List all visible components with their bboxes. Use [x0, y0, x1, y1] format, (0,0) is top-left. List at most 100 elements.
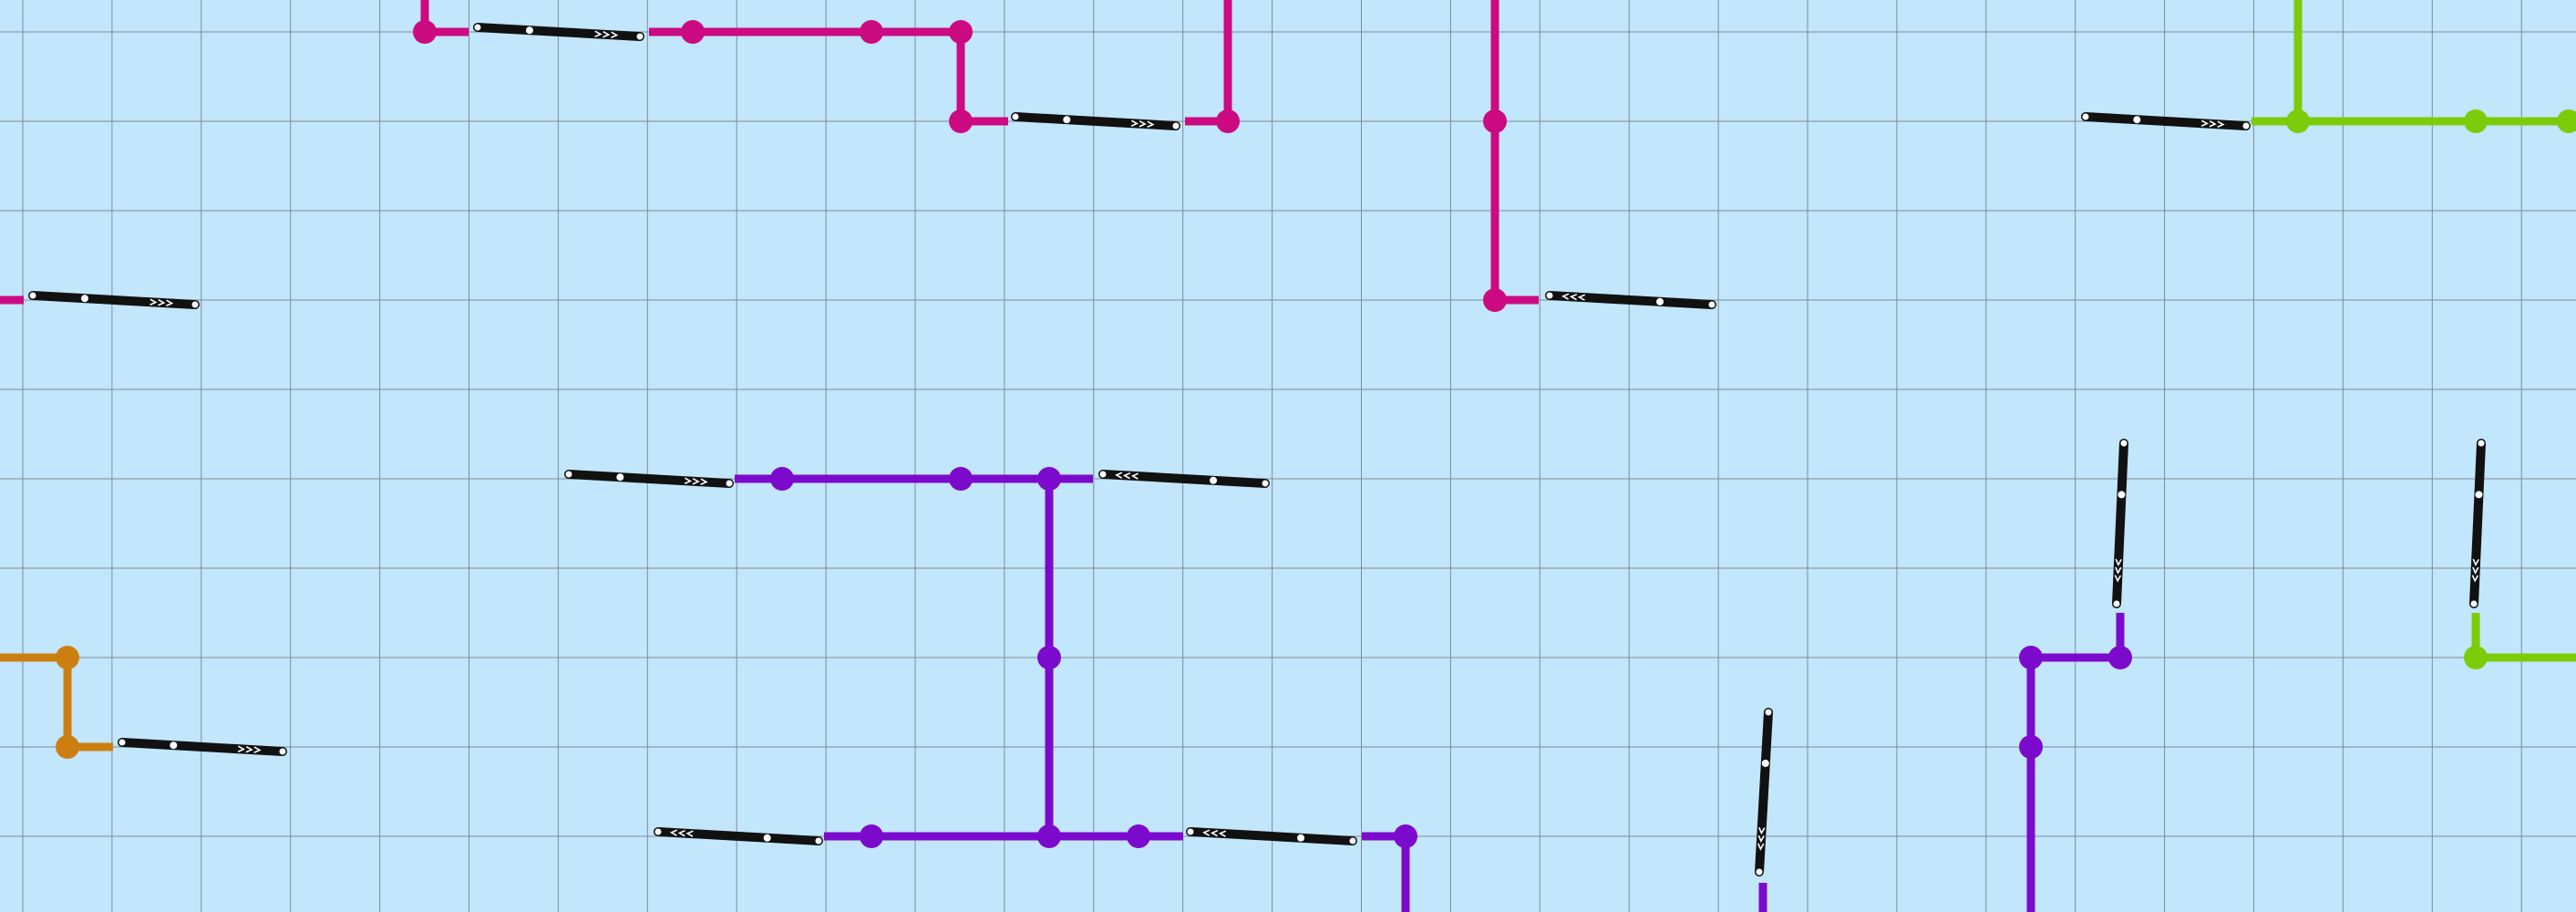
direction-chevron-icon	[1218, 830, 1227, 837]
platform-end-dot	[564, 470, 573, 479]
platform-end-dot	[814, 836, 823, 845]
platform-mid-dot	[616, 473, 624, 482]
platform-end-dot	[1186, 827, 1195, 836]
station-icon[interactable]	[56, 646, 79, 669]
station-icon[interactable]	[1483, 288, 1507, 312]
direction-chevron-icon	[245, 746, 253, 753]
direction-chevron-icon	[237, 745, 246, 752]
platform-icon[interactable]	[1098, 470, 1270, 488]
direction-chevron-icon	[1577, 294, 1586, 301]
platform-mid-dot	[1063, 116, 1071, 124]
station-icon[interactable]	[2464, 109, 2488, 133]
station-icon[interactable]	[2464, 646, 2488, 669]
station-icon[interactable]	[56, 735, 79, 759]
platform-icon[interactable]	[1011, 112, 1180, 130]
platform-mid-dot	[2117, 491, 2126, 499]
direction-chevron-icon	[1569, 293, 1578, 301]
platform-icon[interactable]	[2081, 112, 2251, 130]
platform-end-dot	[1098, 470, 1108, 479]
direction-chevron-icon	[2200, 119, 2210, 127]
station-icon[interactable]	[681, 20, 705, 44]
platform-end-dot	[1707, 300, 1716, 309]
station-icon[interactable]	[1037, 646, 1061, 669]
station-icon[interactable]	[1127, 824, 1150, 848]
direction-chevron-icon	[611, 31, 619, 38]
station-icon[interactable]	[949, 467, 973, 491]
platform-bar	[1011, 112, 1180, 130]
platform-mid-dot	[170, 741, 178, 750]
station-icon[interactable]	[949, 20, 973, 44]
platform-bar	[473, 23, 644, 41]
direction-chevron-icon	[1130, 119, 1139, 127]
track-orange	[0, 653, 113, 751]
platform-icon[interactable]	[118, 738, 287, 756]
direction-chevron-icon	[594, 30, 603, 37]
station-icon[interactable]	[2108, 646, 2132, 669]
direction-chevron-icon	[2115, 566, 2122, 575]
platform-end-dot	[1545, 291, 1554, 300]
platform-icon[interactable]	[654, 827, 823, 845]
platform-icon[interactable]	[473, 23, 644, 41]
direction-chevron-icon	[1757, 834, 1765, 844]
platform-mid-dot	[1297, 834, 1305, 842]
direction-chevron-icon	[2114, 575, 2122, 583]
direction-chevron-icon	[1202, 829, 1211, 836]
platform-mid-dot	[763, 834, 771, 842]
platform-icon[interactable]	[28, 291, 200, 309]
station-icon[interactable]	[1037, 824, 1061, 848]
station-icon[interactable]	[2019, 735, 2043, 759]
direction-chevron-icon	[2471, 575, 2479, 583]
direction-chevron-icon	[603, 31, 611, 38]
track-magenta	[649, 27, 1008, 126]
direction-chevron-icon	[1758, 827, 1766, 835]
direction-chevron-icon	[2472, 566, 2479, 575]
platform-icon[interactable]	[1545, 291, 1716, 309]
station-icon[interactable]	[2557, 109, 2576, 133]
direction-chevron-icon	[149, 298, 158, 306]
direction-chevron-icon	[1122, 472, 1131, 480]
platform-end-dot	[2469, 599, 2478, 608]
platform-end-dot	[278, 747, 287, 756]
platform-icon[interactable]	[1755, 708, 1773, 876]
direction-chevron-icon	[1115, 472, 1123, 479]
platform-icon[interactable]	[1186, 827, 1357, 845]
platform-bar	[28, 291, 200, 309]
station-icon[interactable]	[413, 20, 437, 44]
station-icon[interactable]	[2286, 109, 2310, 133]
station-icon[interactable]	[1216, 109, 1240, 133]
platform-end-dot	[1764, 708, 1773, 717]
platform-mid-dot	[2133, 116, 2141, 124]
platform-end-dot	[725, 479, 734, 488]
platform-mid-dot	[525, 26, 533, 35]
platform-mid-dot	[1656, 297, 1664, 306]
direction-chevron-icon	[166, 299, 174, 306]
station-icon[interactable]	[860, 20, 883, 44]
platform-mid-dot	[1210, 476, 1218, 484]
station-icon[interactable]	[770, 467, 794, 491]
platform-icon[interactable]	[2469, 439, 2486, 608]
station-icon[interactable]	[1394, 824, 1417, 848]
station-icon[interactable]	[1483, 109, 1507, 133]
direction-chevron-icon	[2209, 120, 2217, 128]
platform-end-dot	[1261, 479, 1270, 488]
platform-end-dot	[635, 32, 644, 41]
platform-icon[interactable]	[564, 470, 734, 488]
platform-bar	[1186, 827, 1357, 845]
direction-chevron-icon	[1130, 472, 1139, 480]
station-icon[interactable]	[860, 824, 883, 848]
platform-mid-dot	[2475, 491, 2483, 499]
platform-mid-dot	[1761, 760, 1769, 767]
platform-bar	[118, 738, 287, 756]
platform-bar	[1098, 470, 1270, 488]
direction-chevron-icon	[1210, 829, 1219, 837]
platform-end-dot	[2119, 439, 2128, 448]
station-icon[interactable]	[2019, 646, 2043, 669]
platform-icon[interactable]	[2112, 439, 2128, 608]
station-icon[interactable]	[949, 109, 973, 133]
direction-chevron-icon	[692, 478, 700, 485]
platform-end-dot	[1011, 112, 1020, 121]
station-icon[interactable]	[1037, 467, 1061, 491]
